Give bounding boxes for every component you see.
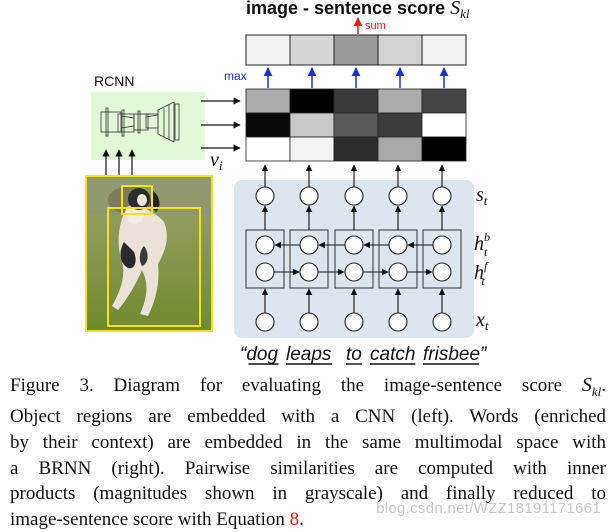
similarity-cell: [333, 136, 379, 162]
hf-node: [255, 262, 275, 282]
region-box-head: [121, 185, 153, 215]
max-label: max: [224, 69, 247, 83]
similarity-cell: [421, 88, 467, 114]
similarity-cell: [245, 136, 291, 162]
hf-node: [299, 262, 319, 282]
diagram-title: image - sentence score Skl: [246, 0, 470, 21]
sentence-word: frisbee”: [423, 344, 488, 365]
sentence-word: leaps: [286, 344, 332, 365]
caption-line-6: image-sentence score with Equation 8.: [10, 508, 304, 530]
hb-node: [299, 235, 319, 255]
similarity-cell: [377, 88, 423, 114]
region-box-dog: [107, 207, 201, 327]
dog-photo: [86, 175, 213, 332]
score-cell: [377, 34, 423, 66]
region-box-full: [85, 175, 213, 332]
xt-node: [388, 312, 408, 332]
similarity-cell: [421, 112, 467, 138]
xt-node: [255, 312, 275, 332]
hb-node: [255, 235, 275, 255]
similarity-cell: [289, 112, 335, 138]
caption-line-5: products (magnitudes shown in grayscale)…: [10, 483, 606, 505]
similarity-cell: [333, 112, 379, 138]
similarity-cell: [289, 88, 335, 114]
hb-node: [388, 235, 408, 255]
max-arrows: [263, 67, 449, 88]
st-node: [255, 186, 275, 206]
similarity-cell: [333, 88, 379, 114]
diagram: image - sentence score Skl sum max RCNN …: [85, 0, 490, 365]
sentence-word: “dog: [240, 344, 278, 365]
xt-label: xt: [475, 309, 489, 333]
brnn-network: [245, 164, 462, 332]
st-label: st: [476, 184, 488, 208]
hb-node: [432, 235, 452, 255]
similarity-cell: [245, 112, 291, 138]
caption-line-4: a BRNN (right). Pairwise similarities ar…: [10, 457, 606, 479]
score-row: [245, 34, 467, 66]
xt-node: [299, 312, 319, 332]
score-cell: [421, 34, 467, 66]
similarity-matrix: [245, 88, 467, 162]
brnn-panel: [234, 180, 474, 338]
caption-line-3: by their context) are embedded in the sa…: [10, 431, 606, 453]
xt-node: [432, 312, 452, 332]
st-node: [388, 186, 408, 206]
equation-link[interactable]: 8: [289, 508, 300, 530]
similarity-cell: [377, 136, 423, 162]
rcnn-label: RCNN: [94, 73, 134, 89]
similarity-cell: [289, 136, 335, 162]
score-cell: [333, 34, 379, 66]
vi-label: vi: [210, 149, 223, 173]
watermark: blog.csdn.net/WZZ18191171661: [376, 500, 601, 517]
similarity-cell: [377, 112, 423, 138]
similarity-cell: [421, 136, 467, 162]
st-node: [299, 186, 319, 206]
st-node: [344, 186, 364, 206]
hf-node: [344, 262, 364, 282]
score-cell: [245, 34, 291, 66]
xt-node: [344, 312, 364, 332]
caption-line-2: Object regions are embedded with a CNN (…: [10, 406, 606, 428]
hb-node: [344, 235, 364, 255]
similarity-cell: [245, 88, 291, 114]
sentence-word: to: [346, 344, 362, 365]
sentence-word: catch: [370, 344, 415, 365]
hf-node: [432, 262, 452, 282]
figure-caption: Figure 3. Diagram for evaluating the ima…: [10, 373, 606, 532]
st-node: [432, 186, 452, 206]
caption-line-1: Figure 3. Diagram for evaluating the ima…: [10, 374, 606, 399]
cnn-icon: [100, 101, 180, 143]
sum-label: sum: [365, 20, 386, 32]
hf-node: [388, 262, 408, 282]
score-cell: [289, 34, 335, 66]
